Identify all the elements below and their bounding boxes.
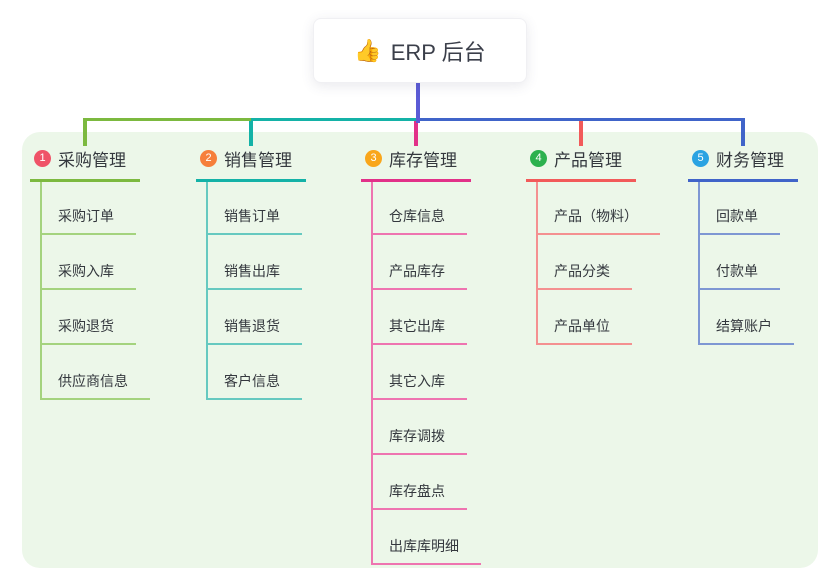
branch-connector-drop-2 [249,118,253,146]
child-node[interactable]: 采购退货 [42,290,136,345]
branch-column-4: 4 产品管理 产品（物料）产品分类产品单位 [526,146,660,345]
branch-connector-drop-4 [579,118,583,146]
branch-connector-drop-1 [83,118,87,146]
branch-title-label: 库存管理 [389,151,457,170]
branch-title-node-5[interactable]: 5 财务管理 [688,146,798,182]
branch-title-label: 财务管理 [716,151,784,170]
branch-number-badge: 1 [34,150,51,167]
branch-children: 仓库信息产品库存其它出库其它入库库存调拨库存盘点出库库明细 [371,182,481,565]
child-node[interactable]: 客户信息 [208,345,302,400]
root-node[interactable]: 👍 ERP 后台 [313,18,527,83]
branch-number-badge: 5 [692,150,709,167]
child-node[interactable]: 其它出库 [373,290,467,345]
child-node[interactable]: 产品分类 [538,235,632,290]
child-node[interactable]: 产品单位 [538,290,632,345]
branch-connector-horizontal-5 [420,118,743,121]
branch-connector-drop-3 [414,118,418,146]
child-node[interactable]: 产品（物料） [538,182,660,235]
branch-children: 销售订单销售出库销售退货客户信息 [206,182,306,400]
branch-title-node-4[interactable]: 4 产品管理 [526,146,636,182]
branch-children: 产品（物料）产品分类产品单位 [536,182,660,345]
branch-column-1: 1 采购管理 采购订单采购入库采购退货供应商信息 [30,146,150,400]
branch-column-3: 3 库存管理 仓库信息产品库存其它出库其它入库库存调拨库存盘点出库库明细 [361,146,481,565]
child-node[interactable]: 付款单 [700,235,780,290]
branch-title-label: 采购管理 [58,151,126,170]
child-node[interactable]: 结算账户 [700,290,794,345]
thumbs-up-icon: 👍 [354,37,382,63]
branch-title-node-3[interactable]: 3 库存管理 [361,146,471,182]
child-node[interactable]: 产品库存 [373,235,467,290]
branch-children: 回款单付款单结算账户 [698,182,798,345]
root-node-label: ERP 后台 [390,39,486,65]
child-node[interactable]: 采购订单 [42,182,136,235]
branch-connector-horizontal-2 [251,118,420,121]
branch-title-label: 销售管理 [224,151,292,170]
mindmap-panel [22,132,818,568]
child-node[interactable]: 销售退货 [208,290,302,345]
branch-title-label: 产品管理 [554,151,622,170]
child-node[interactable]: 库存调拨 [373,400,467,455]
branch-column-5: 5 财务管理 回款单付款单结算账户 [688,146,798,345]
child-node[interactable]: 销售订单 [208,182,302,235]
child-node[interactable]: 供应商信息 [42,345,150,400]
branch-number-badge: 2 [200,150,217,167]
branch-children: 采购订单采购入库采购退货供应商信息 [40,182,150,400]
child-node[interactable]: 其它入库 [373,345,467,400]
child-node[interactable]: 仓库信息 [373,182,467,235]
branch-connector-drop-5 [741,118,745,146]
child-node[interactable]: 采购入库 [42,235,136,290]
branch-title-node-1[interactable]: 1 采购管理 [30,146,140,182]
child-node[interactable]: 回款单 [700,182,780,235]
child-node[interactable]: 出库库明细 [373,510,481,565]
child-node[interactable]: 库存盘点 [373,455,467,510]
root-connector-line [416,83,420,123]
branch-title-node-2[interactable]: 2 销售管理 [196,146,306,182]
child-node[interactable]: 销售出库 [208,235,302,290]
branch-column-2: 2 销售管理 销售订单销售出库销售退货客户信息 [196,146,306,400]
branch-number-badge: 4 [530,150,547,167]
branch-number-badge: 3 [365,150,382,167]
